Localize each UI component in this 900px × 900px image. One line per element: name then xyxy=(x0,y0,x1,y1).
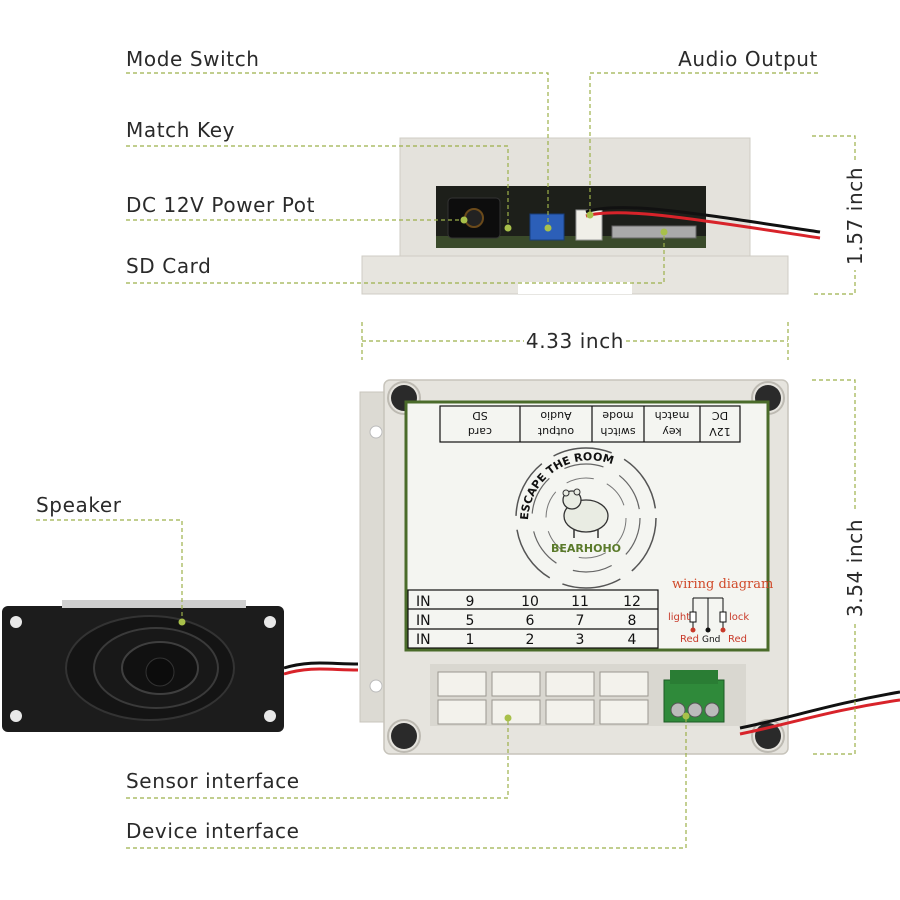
height-dimension-board: 3.54 inch xyxy=(812,379,867,755)
in-cell: 9 xyxy=(466,594,475,610)
in-cell: 8 xyxy=(628,613,637,629)
in-cell: 6 xyxy=(526,613,535,629)
in-cell: 4 xyxy=(628,632,637,648)
bear-icon xyxy=(562,488,609,538)
in-cell: 2 xyxy=(526,632,535,648)
sensor-interface-label: Sensor interface xyxy=(126,769,300,793)
in-cell: 1 xyxy=(466,632,475,648)
in-row-label-3: IN xyxy=(416,632,431,648)
input-table: IN 9 10 11 12 IN 5 6 7 8 IN 1 2 3 4 xyxy=(407,589,659,649)
speaker xyxy=(2,600,359,732)
audio-output-label: Audio Output xyxy=(678,47,818,71)
header-match-a: key xyxy=(662,425,682,438)
callout-leaders-top xyxy=(126,72,818,284)
logo-brand: BEARHOHO xyxy=(551,542,621,555)
header-mode-a: switch xyxy=(600,425,635,438)
wiring-light: light xyxy=(668,612,690,623)
in-cell: 7 xyxy=(576,613,585,629)
sensor-connectors xyxy=(437,671,649,725)
header-match-b: match xyxy=(655,409,690,422)
header-mode-b: mode xyxy=(602,409,633,422)
dc-power-label: DC 12V Power Pot xyxy=(126,193,315,217)
width-label: 4.33 inch xyxy=(526,329,624,353)
callout-leaders-bottom xyxy=(126,712,690,849)
in-cell: 11 xyxy=(571,594,589,610)
width-dimension: 4.33 inch xyxy=(361,322,789,360)
height-dimension-top: 1.57 inch xyxy=(812,135,867,295)
speaker-label: Speaker xyxy=(36,493,122,517)
height-board-label: 3.54 inch xyxy=(843,519,867,617)
in-cell: 12 xyxy=(623,594,641,610)
wiring-red-left: Red xyxy=(680,634,699,645)
terminal-block xyxy=(663,670,725,723)
wiring-gnd: Gnd xyxy=(702,635,720,645)
panel-header-table: card SD output Audio switch mode key mat… xyxy=(439,405,741,443)
wiring-red-right: Red xyxy=(728,634,747,645)
height-top-label: 1.57 inch xyxy=(843,167,867,265)
mode-switch-label: Mode Switch xyxy=(126,47,260,71)
header-audio-b: Audio xyxy=(540,409,572,422)
in-row-label-2: IN xyxy=(416,613,431,629)
header-dc-b: DC xyxy=(712,409,728,422)
header-sd-b: SD xyxy=(472,409,487,422)
wiring-title: wiring diagram xyxy=(672,577,773,592)
wiring-diagram: wiring diagram light lock Red Gnd Red xyxy=(668,577,773,645)
in-cell: 10 xyxy=(521,594,539,610)
header-audio-a: output xyxy=(537,425,574,438)
header-dc-a: 12V xyxy=(709,425,731,438)
in-row-label-1: IN xyxy=(416,594,431,610)
enclosure-side-view xyxy=(361,137,821,295)
header-sd-a: card xyxy=(468,425,492,438)
device-interface-label: Device interface xyxy=(126,819,300,843)
match-key-label: Match Key xyxy=(126,118,235,142)
in-cell: 5 xyxy=(466,613,475,629)
sd-card-label: SD Card xyxy=(126,254,211,278)
in-cell: 3 xyxy=(576,632,585,648)
wiring-lock: lock xyxy=(729,612,749,623)
